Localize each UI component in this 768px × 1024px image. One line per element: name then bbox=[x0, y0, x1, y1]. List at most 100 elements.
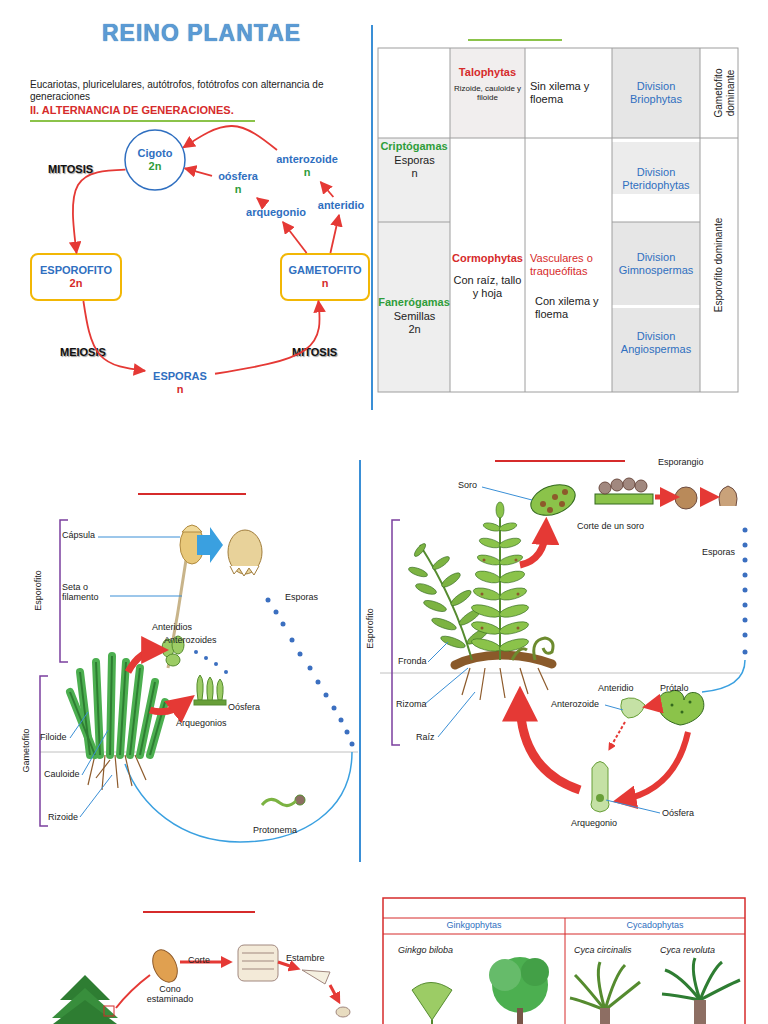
part-label: Esporas bbox=[285, 592, 335, 602]
divider-line bbox=[359, 460, 361, 862]
part-label: Arquegonios bbox=[176, 718, 236, 728]
fern-illustration bbox=[700, 495, 712, 500]
fern-illustration bbox=[675, 487, 697, 509]
moss-illustration bbox=[70, 692, 95, 755]
fern-illustration bbox=[540, 501, 546, 507]
part-label: Oósfera bbox=[662, 808, 707, 818]
plant-table bbox=[570, 998, 605, 1010]
fern-illustration bbox=[512, 649, 527, 660]
heading-underline bbox=[468, 39, 562, 41]
moss-illustration bbox=[298, 652, 303, 657]
conifer-illustration bbox=[242, 969, 274, 970]
process-label: MITOSIS bbox=[48, 163, 93, 175]
fern-illustration bbox=[482, 521, 501, 532]
classification-table bbox=[378, 48, 738, 392]
fern-illustration bbox=[476, 553, 501, 567]
fern-illustration bbox=[743, 573, 748, 578]
fern-illustration bbox=[527, 479, 580, 521]
part-label: Anteridios bbox=[152, 622, 212, 632]
moss-illustration bbox=[128, 650, 158, 672]
fern-illustration bbox=[743, 633, 748, 638]
conifer-illustration bbox=[104, 1006, 114, 1016]
table-cell: Cyca circinalis bbox=[574, 945, 654, 955]
stage-text: oósferan bbox=[212, 168, 264, 198]
fern-illustration bbox=[517, 627, 520, 630]
classification-table bbox=[378, 222, 450, 392]
cycle-arrow bbox=[321, 182, 334, 197]
fern-illustration bbox=[449, 588, 473, 608]
stage-text: anteridio bbox=[310, 197, 372, 215]
fern-illustration bbox=[743, 618, 748, 623]
fern-illustration bbox=[498, 619, 530, 636]
fern-illustration bbox=[655, 495, 672, 500]
fern-illustration bbox=[671, 701, 692, 714]
fern-illustration bbox=[498, 636, 530, 653]
fern-illustration bbox=[534, 638, 553, 660]
table-cell: Esporas n bbox=[392, 154, 437, 179]
fern-illustration bbox=[425, 668, 468, 704]
plant-table bbox=[662, 958, 740, 1000]
moss-illustration bbox=[290, 638, 295, 643]
moss-illustration bbox=[224, 670, 228, 674]
heading-underline bbox=[138, 493, 246, 495]
part-label: Fronda bbox=[398, 656, 438, 666]
table-cell: Cormophytas bbox=[450, 252, 525, 265]
part-label: Anterozoides bbox=[164, 635, 234, 645]
fern-illustration bbox=[681, 711, 684, 714]
table-cell: Division Angiospermas bbox=[612, 330, 700, 355]
conifer-illustration bbox=[45, 1000, 125, 1024]
table-cell: Division Pteridophytas bbox=[612, 166, 700, 191]
fern-illustration bbox=[470, 502, 530, 654]
cycle-arrow bbox=[83, 301, 145, 371]
bracket-label: Gametofito bbox=[21, 705, 31, 795]
conifer-illustration bbox=[242, 953, 274, 969]
fern-illustration bbox=[480, 668, 485, 700]
process-label: MEIOSIS bbox=[60, 346, 106, 358]
part-label: Esporangio bbox=[658, 457, 718, 467]
fern-illustration bbox=[428, 642, 448, 662]
fern-illustration bbox=[380, 478, 748, 813]
fern-illustration bbox=[498, 602, 530, 619]
moss-illustration bbox=[96, 760, 110, 778]
plant-table bbox=[570, 962, 640, 1010]
part-label: Arquegonio bbox=[571, 818, 631, 828]
fern-illustration bbox=[439, 634, 466, 650]
classification-table bbox=[450, 48, 525, 138]
cycle-arrow bbox=[183, 126, 277, 150]
moss-illustration bbox=[70, 656, 165, 755]
bracket-label: Esporofito bbox=[365, 588, 375, 668]
moss-illustration bbox=[110, 596, 182, 597]
conifer-illustration bbox=[116, 975, 150, 1008]
moss-illustration bbox=[308, 666, 313, 671]
table-cell: Rizoide, cauloide y filoide bbox=[452, 84, 523, 102]
fern-illustration bbox=[623, 478, 635, 490]
table-cell: Fanerógamas bbox=[378, 296, 450, 309]
classification-table bbox=[378, 138, 738, 139]
table-cell: Con xilema y floema bbox=[535, 295, 610, 320]
fern-illustration bbox=[595, 494, 653, 504]
circle-outline bbox=[125, 130, 185, 190]
cycle-arrow bbox=[257, 198, 265, 204]
fern-illustration bbox=[596, 794, 604, 802]
table-cell: Gametofito dominante bbox=[713, 49, 736, 137]
cycle-arrow bbox=[185, 168, 212, 176]
plant-table bbox=[431, 1020, 433, 1024]
stage-name: anterozoide bbox=[276, 153, 338, 166]
ploidy-label: 2n bbox=[70, 277, 83, 290]
cycle-arrow bbox=[283, 222, 307, 253]
fern-illustration bbox=[472, 586, 502, 603]
fern-illustration bbox=[413, 542, 428, 558]
fern-illustration bbox=[478, 536, 501, 549]
moss-illustration bbox=[266, 598, 271, 603]
table-cell: Division Briophytas bbox=[612, 80, 700, 105]
table-cell: Talophytas bbox=[450, 66, 525, 79]
table-cell: Sin xilema y floema bbox=[530, 80, 610, 105]
heading-underline bbox=[30, 120, 255, 122]
moss-illustration bbox=[332, 706, 337, 711]
moss-illustration bbox=[194, 700, 226, 705]
part-label: Prótalo bbox=[660, 683, 705, 693]
moss-illustration bbox=[120, 662, 126, 755]
part-label: Cauloide bbox=[44, 769, 89, 779]
fern-illustration bbox=[438, 692, 475, 737]
